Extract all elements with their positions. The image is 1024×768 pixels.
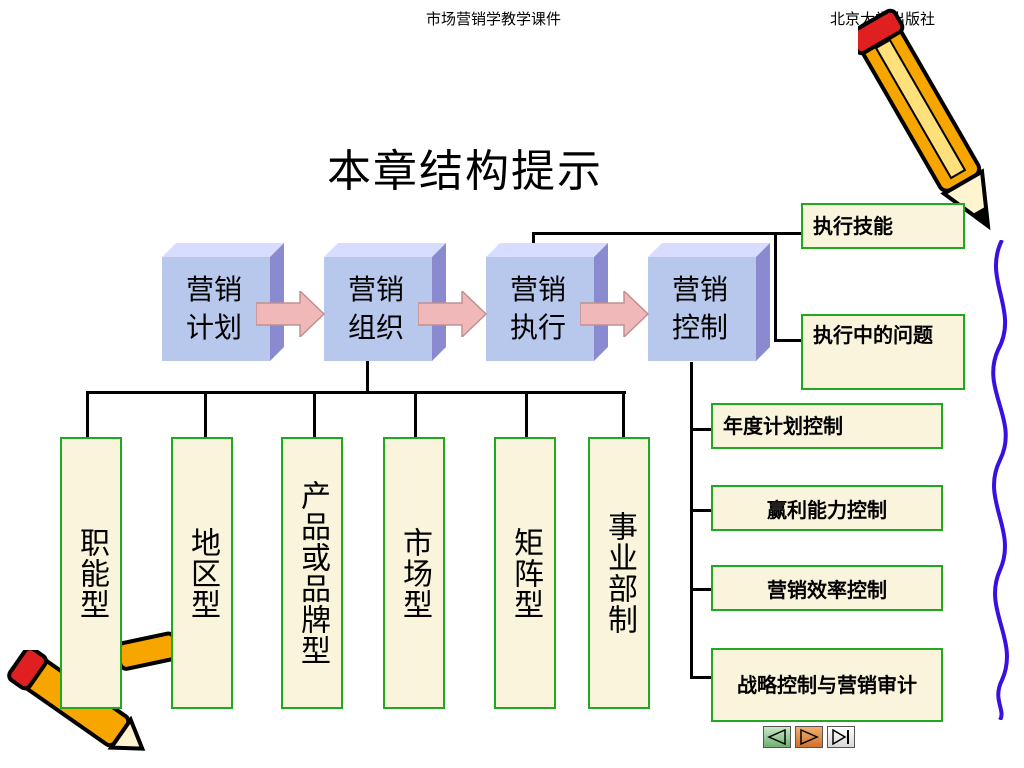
execution-skills: 执行技能: [801, 203, 965, 249]
right-arrow-icon: [580, 291, 650, 337]
connector: [622, 391, 625, 437]
next-button[interactable]: [795, 726, 823, 748]
cube-icon: [486, 243, 608, 361]
cube-icon: [162, 243, 284, 361]
wavy-border: [991, 240, 1009, 720]
cube-icon: [648, 243, 770, 361]
connector: [86, 391, 89, 437]
process-step-execute: 营销执行: [486, 243, 608, 361]
org-type-division: 事业部制: [588, 437, 650, 709]
pencil-icon: [118, 631, 178, 671]
last-button[interactable]: [827, 726, 855, 748]
control-annual-plan: 年度计划控制: [711, 403, 943, 449]
control-efficiency: 营销效率控制: [711, 565, 943, 611]
course-title: 市场营销学教学课件: [426, 10, 562, 28]
control-profitability: 赢利能力控制: [711, 485, 943, 531]
connector: [414, 391, 417, 437]
right-arrow-icon: [256, 291, 326, 337]
connector: [86, 391, 626, 394]
connector: [313, 391, 316, 437]
last-icon: [832, 729, 849, 745]
connector: [690, 428, 712, 431]
pencil-icon: [858, 8, 991, 231]
prev-icon: [767, 729, 786, 745]
execution-problems: 执行中的问题: [801, 314, 965, 390]
connector: [774, 339, 802, 342]
connector: [690, 509, 712, 512]
connector: [690, 362, 693, 678]
connector: [774, 232, 777, 340]
right-arrow-icon: [418, 291, 488, 337]
org-type-regional: 地区型: [171, 437, 233, 709]
org-type-functional: 职能型: [60, 437, 122, 709]
connector: [532, 232, 802, 235]
process-step-organize: 营销组织: [324, 243, 446, 361]
cube-icon: [324, 243, 446, 361]
process-step-plan: 营销计划: [162, 243, 284, 361]
connector: [204, 391, 207, 437]
prev-button[interactable]: [763, 726, 791, 748]
org-type-matrix: 矩阵型: [494, 437, 556, 709]
org-type-product: 产品或品牌型: [281, 437, 343, 709]
control-strategic-audit: 战略控制与营销审计: [711, 648, 943, 722]
connector: [690, 676, 712, 679]
connector: [525, 391, 528, 437]
page-title: 本章结构提示: [327, 146, 603, 197]
connector: [690, 588, 712, 591]
process-step-control: 营销控制: [648, 243, 770, 361]
org-type-market: 市场型: [383, 437, 445, 709]
connector: [366, 360, 369, 392]
next-icon: [800, 729, 819, 745]
